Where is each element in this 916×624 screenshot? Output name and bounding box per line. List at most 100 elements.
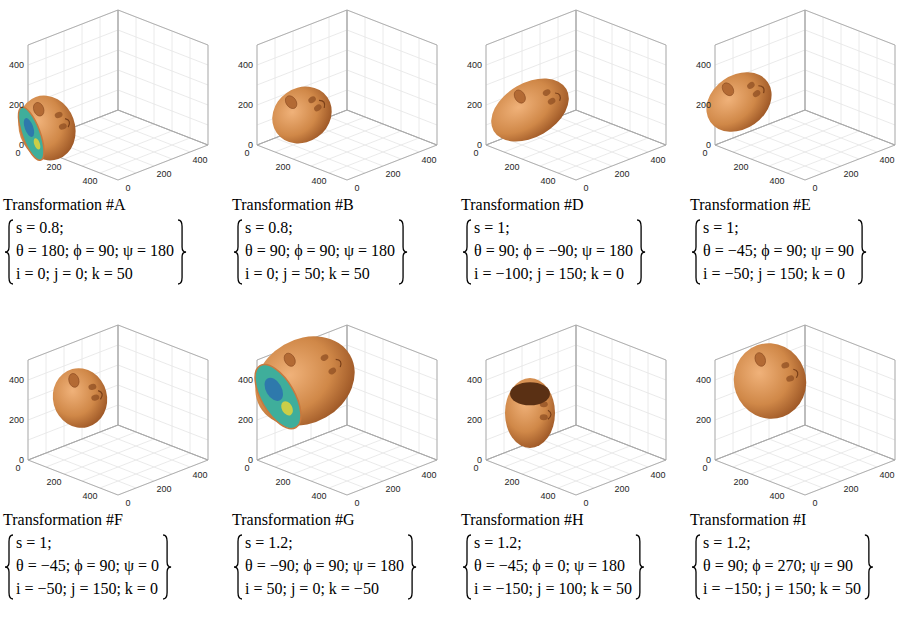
grid-line bbox=[46, 432, 136, 467]
grid-line bbox=[540, 446, 630, 481]
eye-socket bbox=[88, 383, 97, 391]
eye-socket bbox=[785, 374, 795, 382]
grid-line bbox=[82, 124, 172, 159]
grid-line bbox=[540, 131, 630, 166]
grid-line bbox=[347, 365, 437, 400]
grid-line bbox=[733, 353, 734, 453]
opening bbox=[510, 382, 550, 405]
panel-title: Transformation #H bbox=[461, 511, 584, 529]
axis-tick: 200 bbox=[696, 100, 711, 111]
axis-tick: 400 bbox=[696, 60, 711, 71]
head-surface bbox=[9, 87, 84, 168]
axis-tick: 400 bbox=[82, 176, 97, 187]
grid-line bbox=[769, 446, 859, 481]
head-render bbox=[46, 362, 114, 434]
grid-line bbox=[787, 17, 788, 117]
grid-line bbox=[64, 124, 154, 159]
grid-line bbox=[630, 346, 631, 446]
nose bbox=[319, 99, 327, 108]
grid-line bbox=[311, 446, 401, 481]
axis-tick: 200 bbox=[504, 162, 519, 173]
grid-line bbox=[118, 385, 208, 420]
grid-line bbox=[805, 50, 895, 85]
grid-line bbox=[293, 446, 383, 481]
head-surface bbox=[695, 60, 783, 144]
axes-box bbox=[118, 10, 208, 145]
grid-line bbox=[118, 345, 208, 380]
panel-title: Transformation #A bbox=[3, 196, 126, 214]
grid-line bbox=[190, 38, 191, 138]
grid-line bbox=[823, 332, 824, 432]
axis-tick: 0 bbox=[812, 498, 817, 509]
head-render bbox=[505, 378, 555, 448]
cut-detail bbox=[261, 375, 287, 405]
grid-line bbox=[648, 38, 649, 138]
right-brace bbox=[637, 220, 645, 284]
grid-line bbox=[769, 24, 770, 124]
grid-line bbox=[751, 439, 841, 474]
grid-line bbox=[329, 138, 419, 173]
nose bbox=[758, 84, 766, 93]
grid-line bbox=[648, 353, 649, 453]
left-brace bbox=[234, 535, 242, 599]
ear bbox=[67, 372, 80, 388]
panel-title: Transformation #I bbox=[690, 511, 806, 529]
grid-line bbox=[347, 90, 437, 125]
axis-tick: 200 bbox=[843, 169, 858, 180]
parameter-line: s = 1.2; bbox=[245, 534, 293, 552]
parameter-line: s = 1.2; bbox=[474, 534, 522, 552]
axis-tick: 400 bbox=[311, 176, 326, 187]
axis-tick: 200 bbox=[9, 100, 24, 111]
grid-line bbox=[612, 24, 613, 124]
axis-tick: 0 bbox=[702, 463, 707, 474]
head-surface bbox=[723, 333, 817, 429]
grid-line bbox=[877, 353, 878, 453]
grid-line bbox=[365, 332, 366, 432]
ear bbox=[282, 351, 298, 368]
grid-line bbox=[805, 345, 895, 380]
grid-line bbox=[118, 30, 208, 65]
axis-tick: 200 bbox=[733, 477, 748, 488]
ear bbox=[32, 101, 46, 118]
parameter-line: θ = −45; ϕ = 90; ψ = 90 bbox=[703, 242, 854, 260]
grid-line bbox=[576, 70, 666, 105]
axis-tick: 0 bbox=[244, 148, 249, 159]
grid-line bbox=[311, 131, 401, 166]
axis-tick: 200 bbox=[385, 484, 400, 495]
grid-line bbox=[733, 432, 823, 467]
grid-line bbox=[540, 124, 630, 159]
grid-line bbox=[805, 385, 895, 420]
grid-line bbox=[329, 453, 419, 488]
grid-line bbox=[630, 31, 631, 131]
grid-line bbox=[522, 446, 612, 481]
axis-tick: 200 bbox=[156, 484, 171, 495]
grid-line bbox=[805, 365, 895, 400]
grid-line bbox=[275, 432, 365, 467]
right-brace bbox=[163, 535, 171, 599]
left-brace bbox=[692, 535, 700, 599]
parameter-line: θ = 180; ϕ = 90; ψ = 180 bbox=[16, 242, 174, 260]
parameter-line: s = 1; bbox=[16, 534, 52, 552]
grid-line bbox=[612, 339, 613, 439]
eye-socket bbox=[540, 414, 548, 420]
grid-line bbox=[46, 453, 136, 488]
axis-tick: 0 bbox=[354, 183, 359, 194]
axis-tick: 400 bbox=[82, 491, 97, 502]
axis-tick: 400 bbox=[311, 491, 326, 502]
axis-tick: 400 bbox=[192, 155, 207, 166]
grid-line bbox=[823, 17, 824, 117]
axis-tick: 400 bbox=[769, 491, 784, 502]
head-surface bbox=[239, 319, 371, 444]
parameter-line: i = −150; j = 100; k = 50 bbox=[474, 580, 632, 598]
grid-line bbox=[859, 346, 860, 446]
grid-line bbox=[733, 138, 823, 173]
parameter-line: i = 0; j = 0; k = 50 bbox=[16, 265, 133, 283]
axes-box bbox=[805, 325, 895, 460]
axis-tick: 200 bbox=[238, 100, 253, 111]
axis-tick: 400 bbox=[9, 60, 24, 71]
nose bbox=[336, 358, 343, 367]
parameter-line: s = 1.2; bbox=[703, 534, 751, 552]
axis-tick: 200 bbox=[238, 415, 253, 426]
grid-line bbox=[347, 345, 437, 380]
